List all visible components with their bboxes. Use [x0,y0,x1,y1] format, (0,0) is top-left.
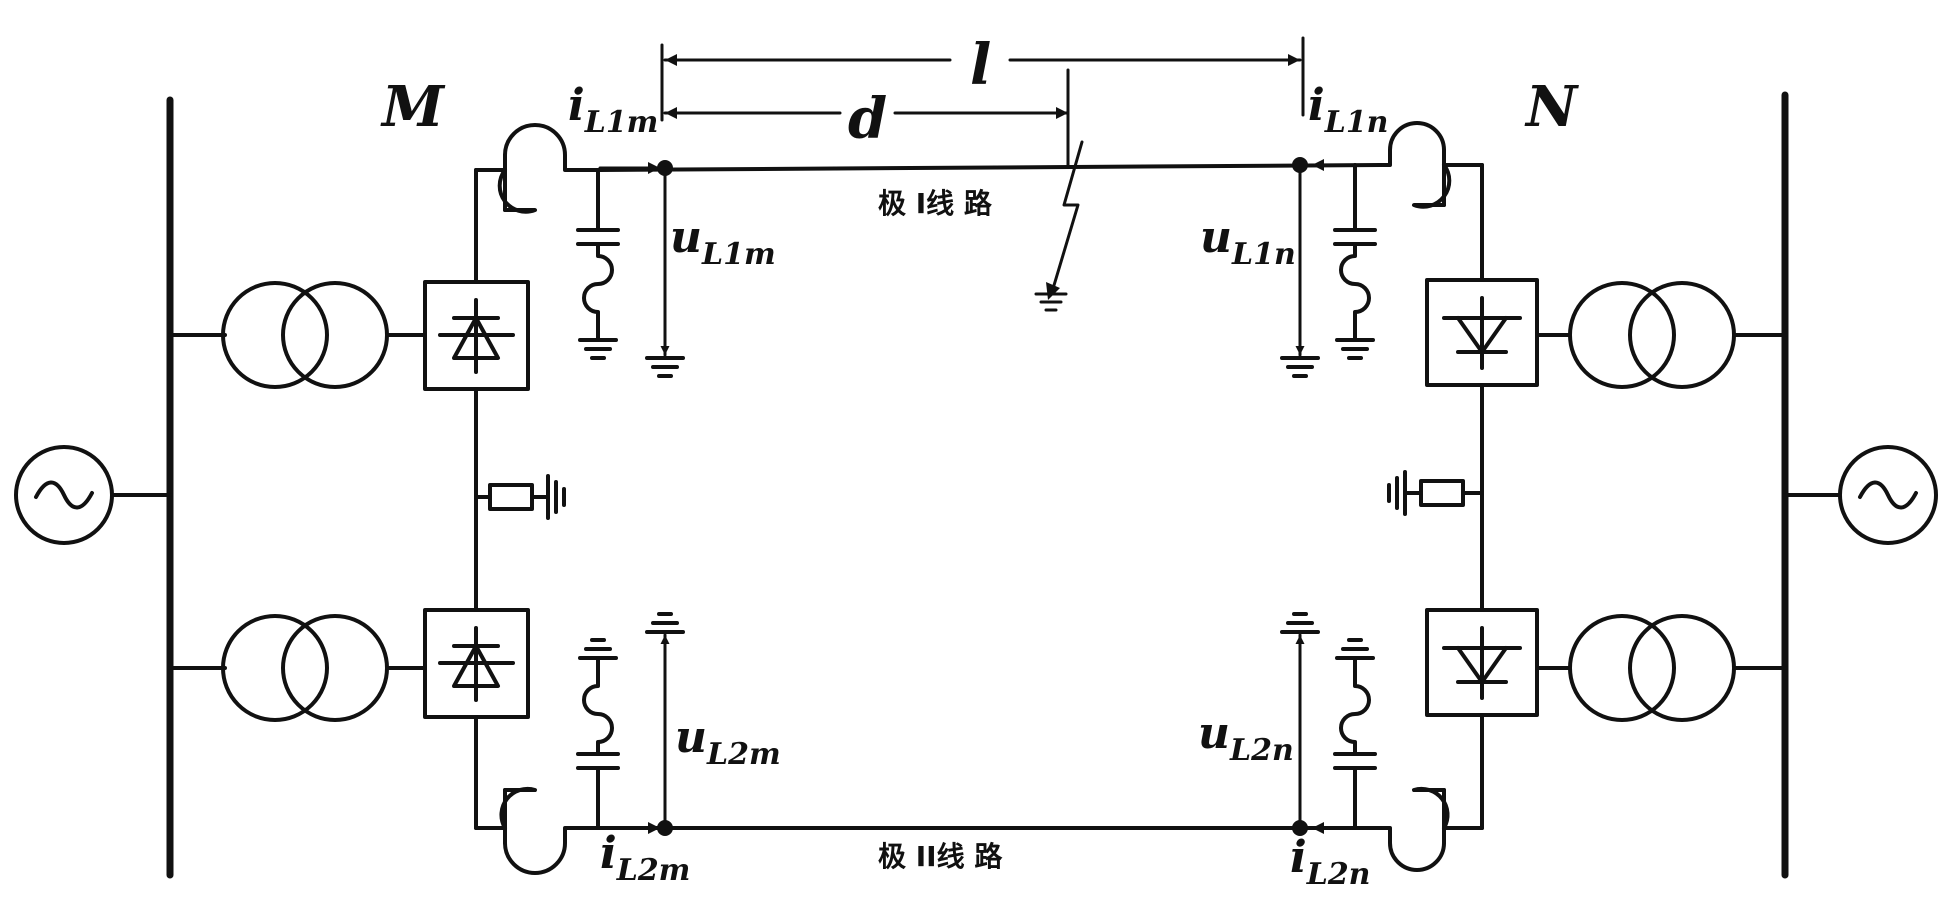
ac-source-m [14,445,172,545]
reactor-icon [1378,121,1484,167]
voltage-label-l1n: uL1n [1200,212,1296,272]
smoothing-reactor-m-upper [474,123,602,214]
current-label-l2n: iL2n [1290,832,1371,892]
dc-filter-m-upper [576,168,620,360]
grounding-resistor-n [1387,470,1484,516]
lightning-fault-icon [1034,68,1084,312]
smoothing-reactor-n-lower [1378,786,1484,872]
resistor-icon [1419,479,1465,507]
smoothing-reactor-m-lower [474,786,602,875]
sine-wave-icon [1858,480,1918,510]
inverter-icon [1442,296,1522,370]
voltage-arrow-l2n [1280,612,1320,830]
pole1-line-label: 极 I线 路 [878,187,993,220]
rectifier-icon [438,626,515,702]
dc-filter-n-lower [1333,638,1377,830]
voltage-arrow-l2m [645,612,685,830]
grounding-resistor-m [474,474,566,520]
voltage-label-l2n: uL2n [1198,708,1294,768]
reactor-icon [474,826,602,875]
inverter-icon [1442,626,1522,700]
current-label-l2m: iL2m [600,828,690,888]
inverter-n-lower [1425,608,1539,717]
smoothing-reactor-n-upper [1378,121,1484,209]
voltage-label-l2m: uL2m [675,712,781,772]
two-winding-transformer-icon [1568,281,1676,389]
reactor-icon [474,123,602,172]
current-label-l1n: iL1n [1308,80,1389,140]
transformer-n-upper [1535,281,1787,389]
dimension-l [660,36,1305,122]
two-winding-transformer-icon [1568,614,1676,722]
transformer-m-lower [168,614,427,722]
voltage-label-l1m: uL1m [670,212,776,272]
pole2-line-label: 极 II线 路 [878,840,1003,873]
rectifier-m-upper [423,280,530,391]
pole1-line [598,157,1382,176]
length-l-label: l [970,32,991,98]
filter-icon [1339,656,1371,756]
filter-icon [582,242,614,342]
inverter-n-upper [1425,278,1539,387]
rectifier-m-lower [423,608,530,719]
voltage-arrow-l1n [1280,163,1320,378]
filter-icon [1339,242,1371,342]
resistor-icon [488,483,534,511]
two-winding-transformer-icon [221,281,329,389]
distance-d-label: d [848,86,887,152]
current-label-l1m: iL1m [568,80,658,140]
station-n-label: N [1524,74,1579,140]
pole2-line [598,820,1382,836]
transformer-m-upper [168,281,427,389]
dc-filter-m-lower [576,638,620,830]
dc-filter-n-upper [1333,163,1377,360]
reactor-icon [1378,826,1484,872]
rectifier-icon [438,298,515,374]
station-m-label: M [380,74,446,140]
ac-source-n [1783,445,1938,545]
transformer-n-lower [1535,614,1787,722]
filter-icon [582,656,614,756]
sine-wave-icon [34,480,94,510]
voltage-arrow-l1m [645,166,685,378]
two-winding-transformer-icon [221,614,329,722]
